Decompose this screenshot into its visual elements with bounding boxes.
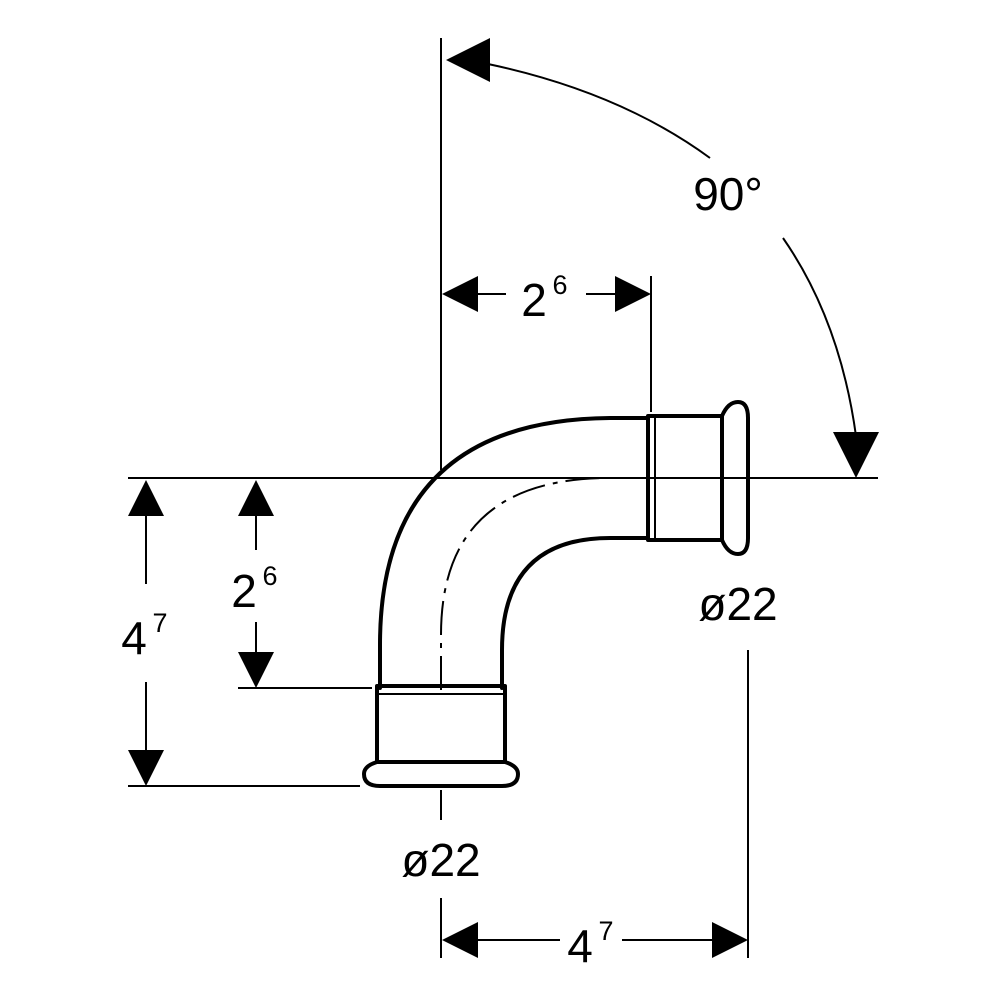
horizontal-total-superscript: 7: [598, 916, 613, 946]
bottom-socket: [362, 684, 520, 788]
vertical-offset-value: 2: [231, 565, 257, 617]
dim-arrow-right: [712, 922, 748, 958]
vertical-total-dimension: 4 7: [121, 480, 168, 786]
bottom-socket-bead: [362, 760, 520, 788]
elbow-inner-wall: [500, 536, 650, 690]
elbow-centre-line: [440, 477, 650, 690]
dim-arrow-right: [615, 276, 651, 312]
dim-arrow-left: [442, 276, 478, 312]
dim-arrow-up: [238, 480, 274, 516]
angle-arc-lower: [782, 237, 857, 437]
reference-lines: [128, 38, 878, 958]
dim-arrow-down: [238, 652, 274, 688]
horizontal-offset-value: 2: [521, 274, 547, 326]
horizontal-total-value: 4: [567, 920, 593, 972]
vertical-offset-dimension: 2 6: [231, 480, 278, 688]
angle-dimension: 90°: [446, 38, 879, 478]
dim-arrow-up: [128, 480, 164, 516]
dim-arrow-left: [442, 922, 478, 958]
angle-arrow-down: [833, 432, 879, 478]
dim-arrow-down: [128, 750, 164, 786]
horizontal-total-dimension: 4 7: [442, 916, 748, 972]
angle-label: 90°: [693, 168, 763, 220]
elbow-fitting: [362, 400, 750, 788]
vertical-total-superscript: 7: [152, 608, 167, 638]
right-outlet-diameter: ø22: [698, 578, 777, 630]
elbow-outer-wall: [378, 416, 650, 690]
angle-arc-upper: [487, 63, 711, 159]
horizontal-offset-superscript: 6: [552, 270, 567, 300]
vertical-total-value: 4: [121, 612, 147, 664]
bottom-outlet-diameter: ø22: [401, 834, 480, 886]
horizontal-offset-dimension: 2 6: [442, 270, 651, 326]
vertical-offset-superscript: 6: [262, 561, 277, 591]
angle-arrow-left: [446, 38, 490, 82]
